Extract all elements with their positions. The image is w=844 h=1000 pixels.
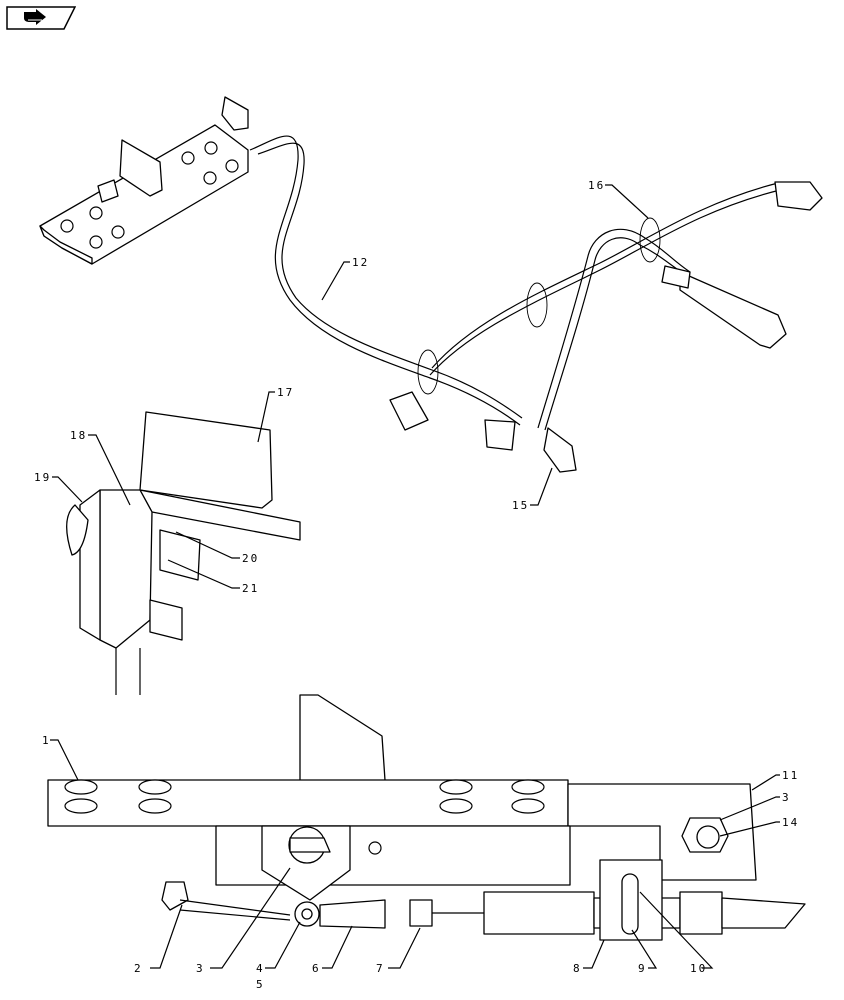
sensor-bracket-top [39,96,249,265]
callout-19: 19 [34,471,51,484]
callout-3-right: 3 [782,791,791,804]
callout-leaders [50,184,780,969]
callout-11: 11 [782,769,799,782]
callout-6: 6 [312,962,321,975]
callout-21: 21 [242,582,259,595]
callout-numbers: 1 2 3 4 5 6 7 8 9 10 11 3 14 12 15 16 17… [34,179,799,991]
callout-7: 7 [376,962,385,975]
callout-4: 4 [256,962,265,975]
detail-bracket [66,411,301,695]
callout-17: 17 [277,386,294,399]
callout-18: 18 [70,429,87,442]
callout-1: 1 [42,734,51,747]
page-forward-icon [6,6,77,30]
callout-12: 12 [352,256,369,269]
callout-2: 2 [134,962,143,975]
nav-forward-button[interactable] [6,6,77,30]
callout-15: 15 [512,499,529,512]
mount-assembly-bottom [47,694,806,941]
callout-20: 20 [242,552,259,565]
callout-9: 9 [638,962,647,975]
callout-8: 8 [573,962,582,975]
callout-5: 5 [256,978,265,991]
callout-14: 14 [782,816,799,829]
callout-10: 10 [690,962,707,975]
wire-harness [249,135,823,473]
callout-16: 16 [588,179,605,192]
callout-3-bottom: 3 [196,962,205,975]
